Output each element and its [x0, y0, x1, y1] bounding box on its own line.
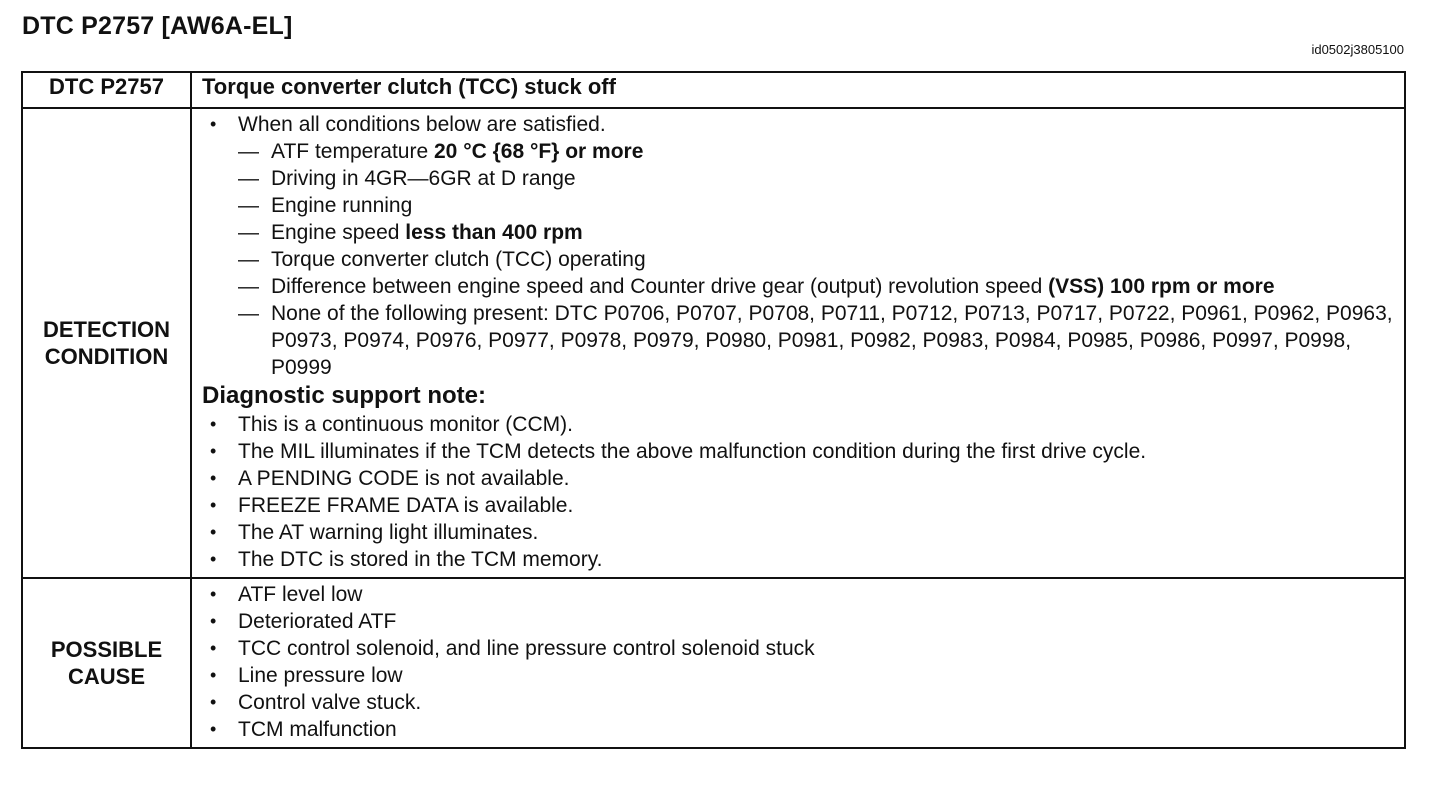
note-text: This is a continuous monitor (CCM). [238, 413, 573, 436]
list-item: • A PENDING CODE is not available. [202, 465, 1394, 492]
list-item: • FREEZE FRAME DATA is available. [202, 492, 1394, 519]
cause-text: Deteriorated ATF [238, 610, 397, 633]
note-text: The AT warning light illuminates. [238, 521, 539, 544]
condition-tcc-operating: — Torque converter clutch (TCC) operatin… [238, 246, 1394, 273]
condition-text: Engine speed [271, 221, 406, 244]
condition-value: 20 °C {68 °F} or more [434, 140, 644, 163]
detection-label-line1: DETECTION [42, 317, 171, 342]
condition-engine-running: — Engine running [238, 192, 1394, 219]
list-item: • When all conditions below are satisfie… [202, 111, 1394, 138]
dtc-table: DTC P2757 Torque converter clutch (TCC) … [21, 71, 1406, 749]
condition-value: (VSS) 100 rpm or more [1048, 275, 1275, 298]
bullet-icon: • [210, 719, 217, 739]
possible-cause-row: POSSIBLE CAUSE • ATF level low • Deterio… [21, 577, 1406, 749]
cause-text: ATF level low [238, 583, 363, 606]
document-id: id0502j3805100 [1311, 42, 1404, 57]
condition-driving-range: — Driving in 4GR—6GR at D range [238, 165, 1394, 192]
dash-icon: — [238, 140, 259, 163]
condition-text: Driving in 4GR—6GR at D range [271, 167, 576, 190]
cause-text: TCC control solenoid, and line pressure … [238, 637, 815, 660]
cause-text: Line pressure low [238, 664, 403, 687]
dash-icon: — [238, 221, 259, 244]
bullet-icon: • [210, 441, 217, 461]
condition-atf-temperature: — ATF temperature 20 °C {68 °F} or more [238, 138, 1394, 165]
condition-text: Difference between engine speed and Coun… [271, 275, 1049, 298]
list-item: • ATF level low [202, 581, 1394, 608]
dash-icon: — [238, 275, 259, 298]
table-header-row: DTC P2757 Torque converter clutch (TCC) … [21, 71, 1406, 109]
bullet-icon: • [210, 114, 217, 134]
list-item: • This is a continuous monitor (CCM). [202, 411, 1394, 438]
diagnostic-note-list: • This is a continuous monitor (CCM). • … [202, 411, 1394, 573]
bullet-icon: • [210, 665, 217, 685]
cause-text: TCM malfunction [238, 718, 397, 741]
note-text: The DTC is stored in the TCM memory. [238, 548, 603, 571]
detection-intro-list: • When all conditions below are satisfie… [202, 111, 1394, 138]
list-item: • Deteriorated ATF [202, 608, 1394, 635]
cause-label-line1: POSSIBLE [50, 637, 163, 662]
dash-icon: — [238, 194, 259, 217]
possible-cause-label: POSSIBLE CAUSE [21, 577, 192, 749]
condition-text: Engine running [271, 194, 413, 217]
dash-icon: — [238, 248, 259, 271]
condition-text: Torque converter clutch (TCC) operating [271, 248, 646, 271]
list-item: • The MIL illuminates if the TCM detects… [202, 438, 1394, 465]
list-item: • Line pressure low [202, 662, 1394, 689]
diagnostic-note-heading: Diagnostic support note: [202, 382, 486, 409]
bullet-icon: • [210, 414, 217, 434]
detection-condition-content: • When all conditions below are satisfie… [190, 107, 1406, 579]
possible-cause-list: • ATF level low • Deteriorated ATF • TCC… [202, 581, 1394, 743]
note-text: A PENDING CODE is not available. [238, 467, 570, 490]
bullet-icon: • [210, 692, 217, 712]
condition-text: ATF temperature [271, 140, 434, 163]
condition-text: None of the following present: DTC P0706… [271, 302, 1393, 379]
list-item: • Control valve stuck. [202, 689, 1394, 716]
dtc-code-cell: DTC P2757 [21, 71, 192, 109]
page-title: DTC P2757 [AW6A-EL] [22, 12, 293, 40]
bullet-icon: • [210, 495, 217, 515]
bullet-icon: • [210, 522, 217, 542]
detection-condition-row: DETECTION CONDITION • When all condition… [21, 107, 1406, 579]
note-text: The MIL illuminates if the TCM detects t… [238, 440, 1147, 463]
note-text: FREEZE FRAME DATA is available. [238, 494, 574, 517]
dash-icon: — [238, 167, 259, 190]
possible-cause-content: • ATF level low • Deteriorated ATF • TCC… [190, 577, 1406, 749]
condition-engine-speed: — Engine speed less than 400 rpm [238, 219, 1394, 246]
bullet-icon: • [210, 549, 217, 569]
list-item: • TCM malfunction [202, 716, 1394, 743]
bullet-icon: • [210, 584, 217, 604]
dtc-description-cell: Torque converter clutch (TCC) stuck off [190, 71, 1406, 109]
cause-label-line2: CAUSE [67, 664, 145, 689]
list-item: • TCC control solenoid, and line pressur… [202, 635, 1394, 662]
condition-value: less than 400 rpm [405, 221, 583, 244]
detection-label-line2: CONDITION [44, 344, 169, 369]
list-item: • The AT warning light illuminates. [202, 519, 1394, 546]
bullet-icon: • [210, 468, 217, 488]
detection-intro: When all conditions below are satisfied. [238, 113, 606, 136]
condition-list: — ATF temperature 20 °C {68 °F} or more … [202, 138, 1394, 381]
dash-icon: — [238, 302, 259, 325]
list-item: • The DTC is stored in the TCM memory. [202, 546, 1394, 573]
condition-speed-difference: — Difference between engine speed and Co… [238, 273, 1394, 300]
detection-condition-label: DETECTION CONDITION [21, 107, 192, 579]
cause-text: Control valve stuck. [238, 691, 422, 714]
bullet-icon: • [210, 638, 217, 658]
bullet-icon: • [210, 611, 217, 631]
condition-none-following: — None of the following present: DTC P07… [238, 300, 1394, 381]
